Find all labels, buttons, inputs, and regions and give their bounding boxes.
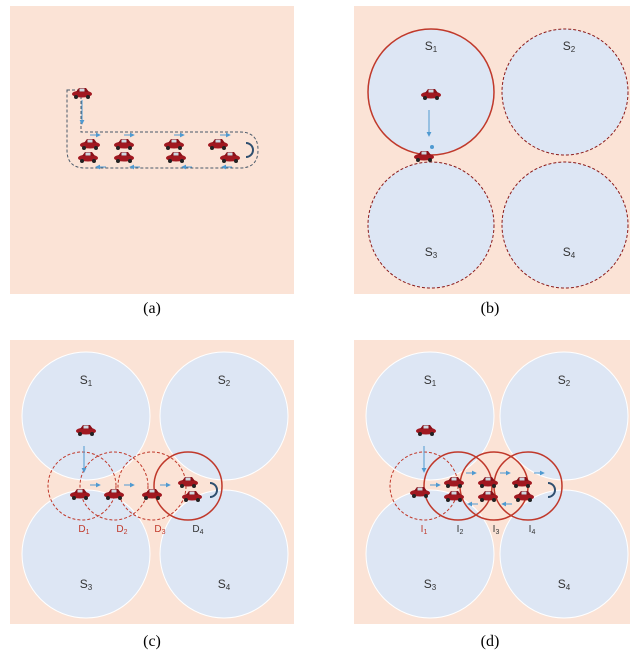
car-icon xyxy=(178,477,198,488)
zone-label-s3: S3 xyxy=(424,577,437,592)
caption-c: (c) xyxy=(143,633,161,650)
car-icon xyxy=(514,491,534,502)
range-label-i4: I4 xyxy=(529,524,536,536)
zone-s2 xyxy=(159,351,289,481)
zone-s2 xyxy=(499,351,629,481)
zone-label-s4: S4 xyxy=(558,577,571,592)
zone-label-s4: S4 xyxy=(563,245,576,260)
car-icon xyxy=(410,487,430,498)
u-turn-arrow-icon xyxy=(245,142,254,158)
zone-label-s2: S2 xyxy=(218,373,231,388)
car-icon xyxy=(114,139,134,150)
zone-s2 xyxy=(501,28,629,156)
car-icon xyxy=(114,152,134,163)
zone-s3 xyxy=(367,161,495,289)
range-label-i2: I2 xyxy=(457,524,464,536)
zone-s4 xyxy=(501,161,629,289)
u-turn-arrow-icon xyxy=(547,482,556,498)
zone-label-s1: S1 xyxy=(425,39,438,54)
zone-s1 xyxy=(21,351,151,481)
car-icon xyxy=(104,489,124,500)
zone-label-s4: S4 xyxy=(218,577,231,592)
zone-label-s3: S3 xyxy=(80,577,93,592)
range-label-d1: D1 xyxy=(78,524,89,536)
car-row-top xyxy=(80,139,228,150)
zone-s4 xyxy=(159,489,289,619)
zone-label-s2: S2 xyxy=(558,373,571,388)
zone-s3 xyxy=(21,489,151,619)
zone-label-s1: S1 xyxy=(424,373,437,388)
range-label-i1: I1 xyxy=(421,524,428,536)
range-d4 xyxy=(153,451,223,521)
range-label-i3: I3 xyxy=(493,524,500,536)
zone-label-s3: S3 xyxy=(425,245,438,260)
range-label-d3: D3 xyxy=(154,524,165,536)
zone-s3 xyxy=(365,489,495,619)
range-d1 xyxy=(47,451,117,521)
route-outline xyxy=(66,89,259,169)
car-icon xyxy=(166,152,186,163)
car-icon xyxy=(208,139,228,150)
zone-label-s1: S1 xyxy=(80,373,93,388)
caption-d: (d) xyxy=(480,633,500,650)
panel-d: S1 S2 S3 S4 I1 I2 I3 I4 xyxy=(354,340,630,624)
u-turn-arrow-icon xyxy=(209,482,218,498)
car-icon xyxy=(80,139,100,150)
zone-s1 xyxy=(365,351,495,481)
range-label-d4: D4 xyxy=(192,524,203,536)
caption-b: (b) xyxy=(480,300,500,317)
car-icon xyxy=(512,477,532,488)
range-d2 xyxy=(79,451,149,521)
zone-label-s2: S2 xyxy=(563,39,576,54)
car-icon xyxy=(164,139,184,150)
panel-c: S1 S2 S3 S4 D1 D2 D3 D4 xyxy=(10,340,294,624)
range-label-d2: D2 xyxy=(116,524,127,536)
zone-s4 xyxy=(499,489,629,619)
car-icon xyxy=(142,489,162,500)
panel-b: S1 S2 S3 S4 xyxy=(354,6,630,294)
car-icon xyxy=(220,152,240,163)
caption-a: (a) xyxy=(143,300,161,317)
car-icon xyxy=(78,152,98,163)
car-row-bottom xyxy=(78,152,240,163)
panel-a xyxy=(10,6,294,294)
